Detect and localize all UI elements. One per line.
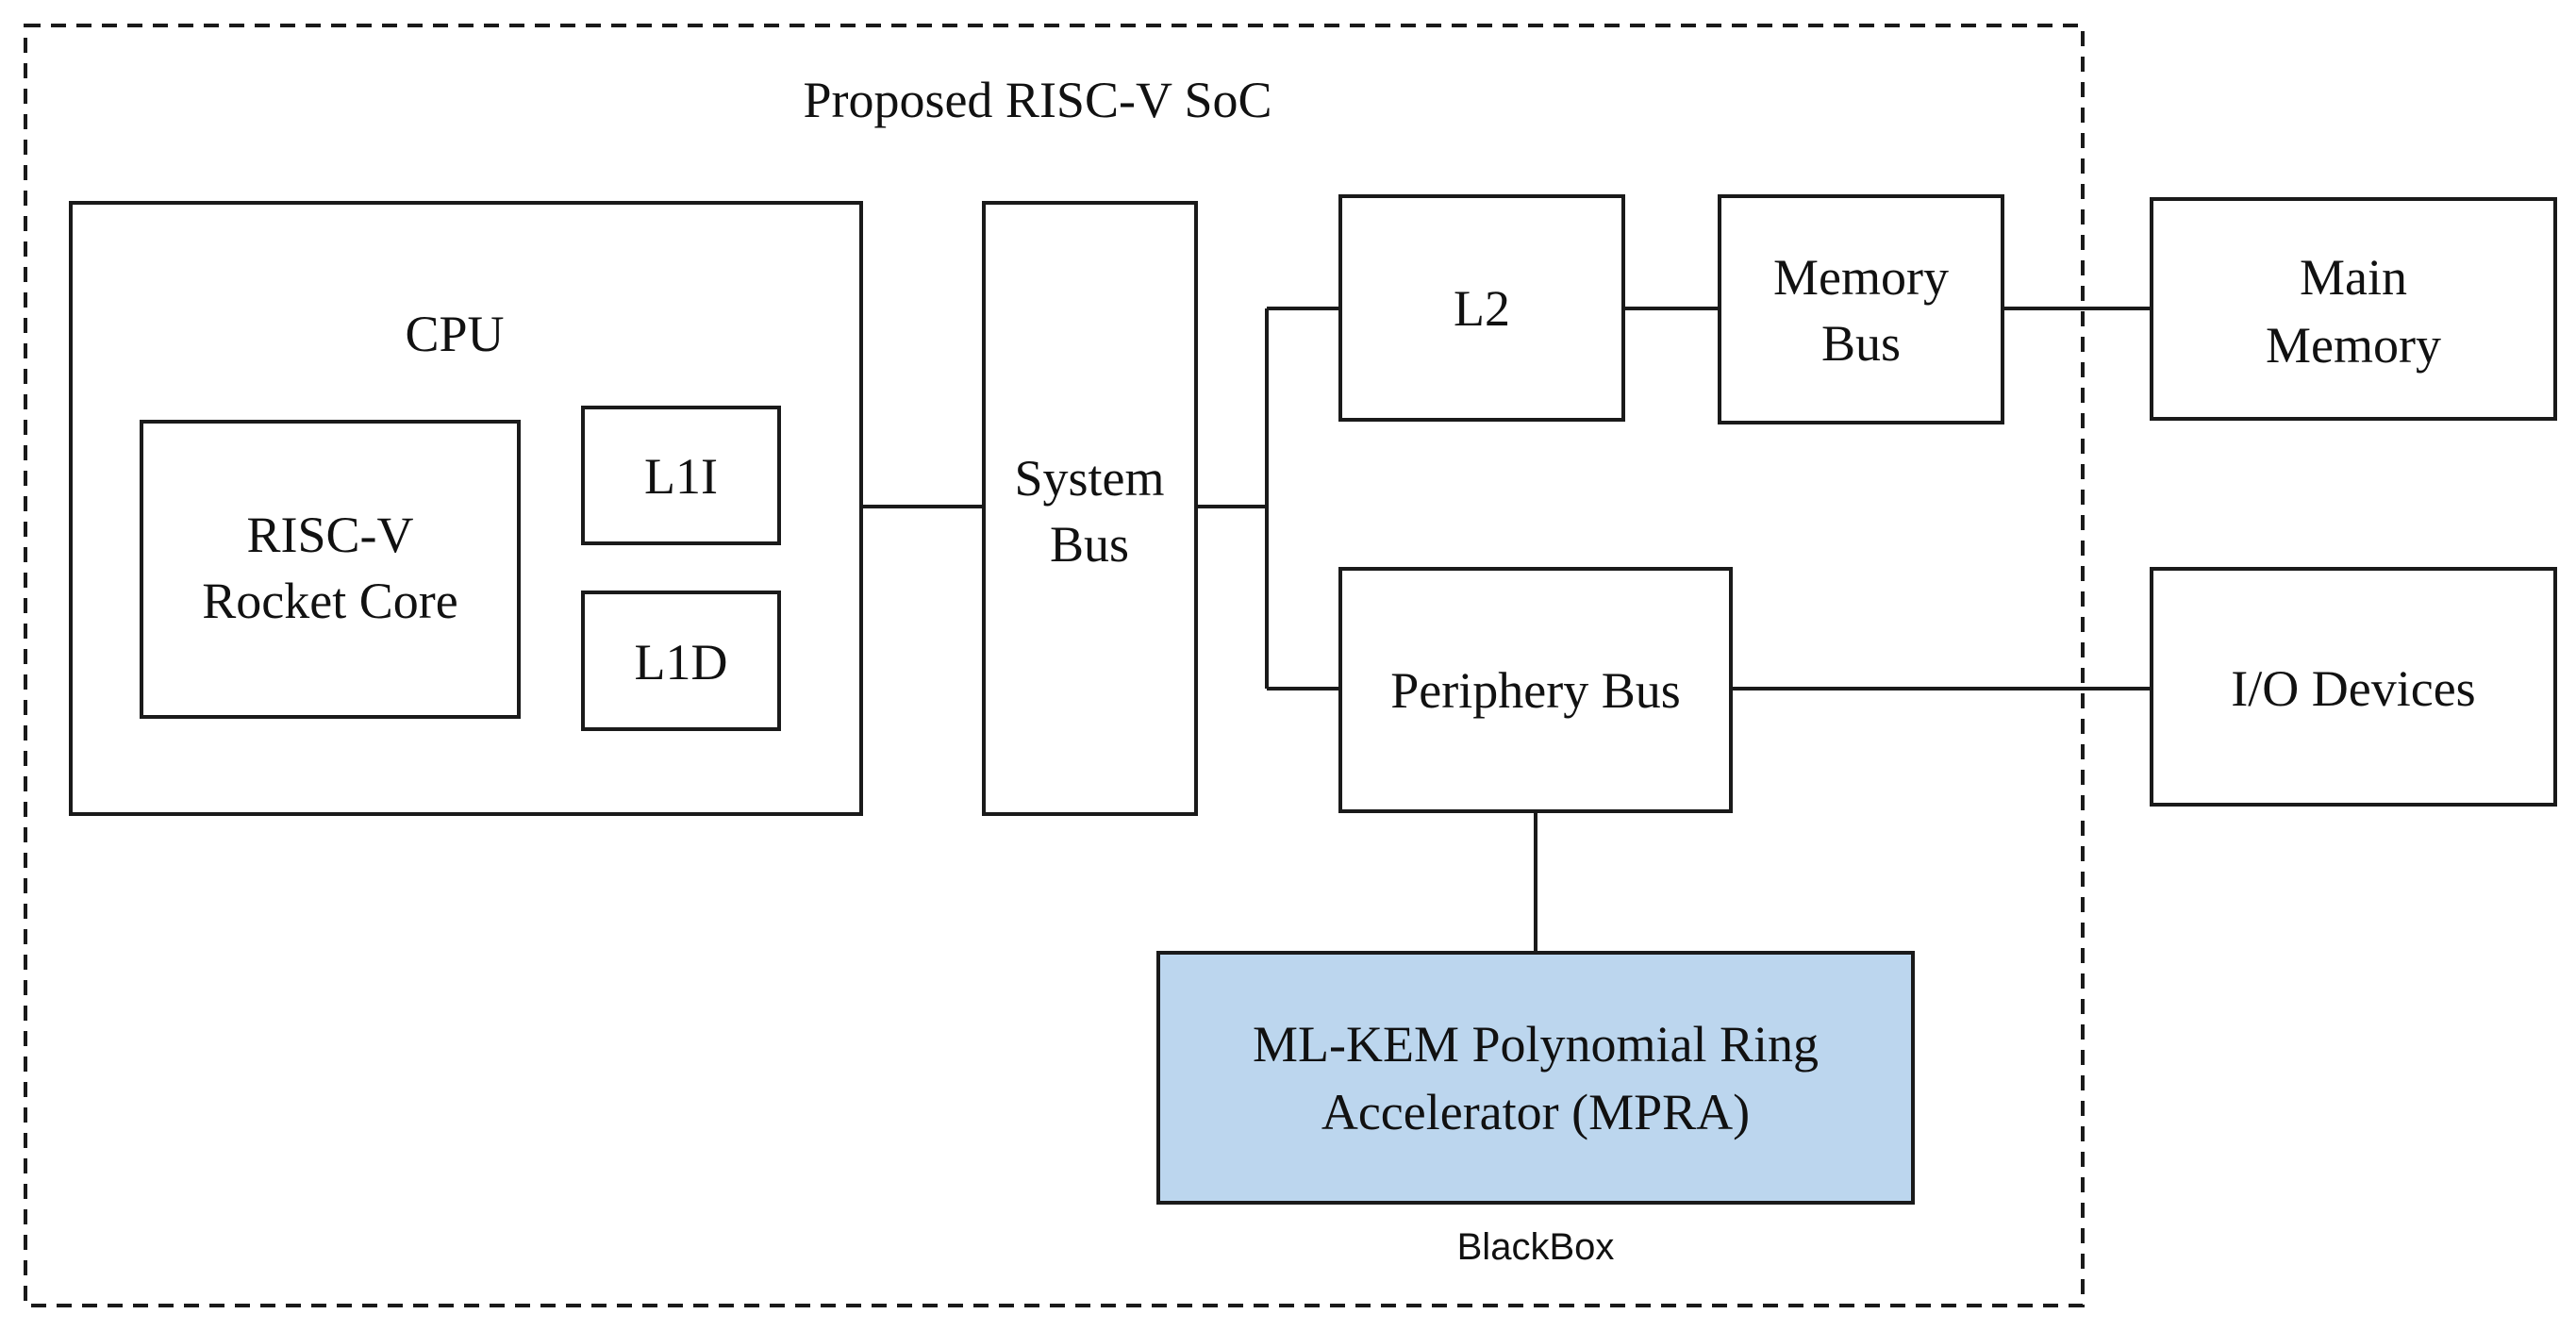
memory-bus-label-line1: Memory	[1773, 249, 1949, 306]
mpra-label-line2: Accelerator (MPRA)	[1321, 1084, 1750, 1140]
l1i-cache-label: L1I	[644, 448, 718, 505]
system-bus-label-line2: Bus	[1050, 516, 1129, 573]
main-memory-box	[2150, 197, 2557, 421]
main-memory-label-line1: Main	[2300, 249, 2407, 306]
memory-bus-label-line2: Bus	[1821, 315, 1901, 372]
rocket-core-label-line2: Rocket Core	[202, 573, 457, 629]
system-bus-label-line1: System	[1014, 450, 1164, 507]
mpra-label-line1: ML-KEM Polynomial Ring	[1253, 1016, 1819, 1073]
cpu-block: CPU RISC-V Rocket Core L1I L1D	[69, 201, 863, 816]
rocket-core-box	[140, 420, 521, 719]
io-devices-label: I/O Devices	[2231, 660, 2475, 717]
periphery-bus-box	[1338, 567, 1733, 813]
soc-title: Proposed RISC-V SoC	[803, 72, 1271, 128]
mpra-accelerator-block: ML-KEM Polynomial Ring Accelerator (MPRA…	[1156, 951, 1915, 1268]
l1d-cache-label: L1D	[635, 634, 728, 690]
soc-boundary	[24, 24, 2085, 1307]
main-memory-label-line2: Memory	[2266, 317, 2441, 374]
main-memory-block: Main Memory	[2150, 197, 2557, 421]
io-devices-box	[2150, 567, 2557, 807]
memory-bus-box	[1718, 194, 2004, 424]
l1i-cache-box	[581, 406, 781, 545]
io-devices-block: I/O Devices	[2150, 567, 2557, 807]
system-bus-block: System Bus	[982, 201, 1198, 816]
rocket-core-label-line1: RISC-V	[246, 507, 413, 563]
l2-cache-box	[1338, 194, 1625, 422]
l2-cache-label: L2	[1454, 280, 1510, 337]
periphery-bus-label: Periphery Bus	[1390, 662, 1680, 719]
cpu-label: CPU	[405, 306, 504, 362]
blackbox-caption: BlackBox	[1457, 1226, 1615, 1268]
l1d-cache-box	[581, 591, 781, 731]
l2-cache-block: L2	[1338, 194, 1625, 422]
periphery-bus-block: Periphery Bus	[1338, 567, 1733, 813]
connections	[861, 307, 2152, 953]
system-bus-box	[982, 201, 1198, 816]
mpra-accelerator-box	[1156, 951, 1915, 1205]
memory-bus-block: Memory Bus	[1718, 194, 2004, 424]
